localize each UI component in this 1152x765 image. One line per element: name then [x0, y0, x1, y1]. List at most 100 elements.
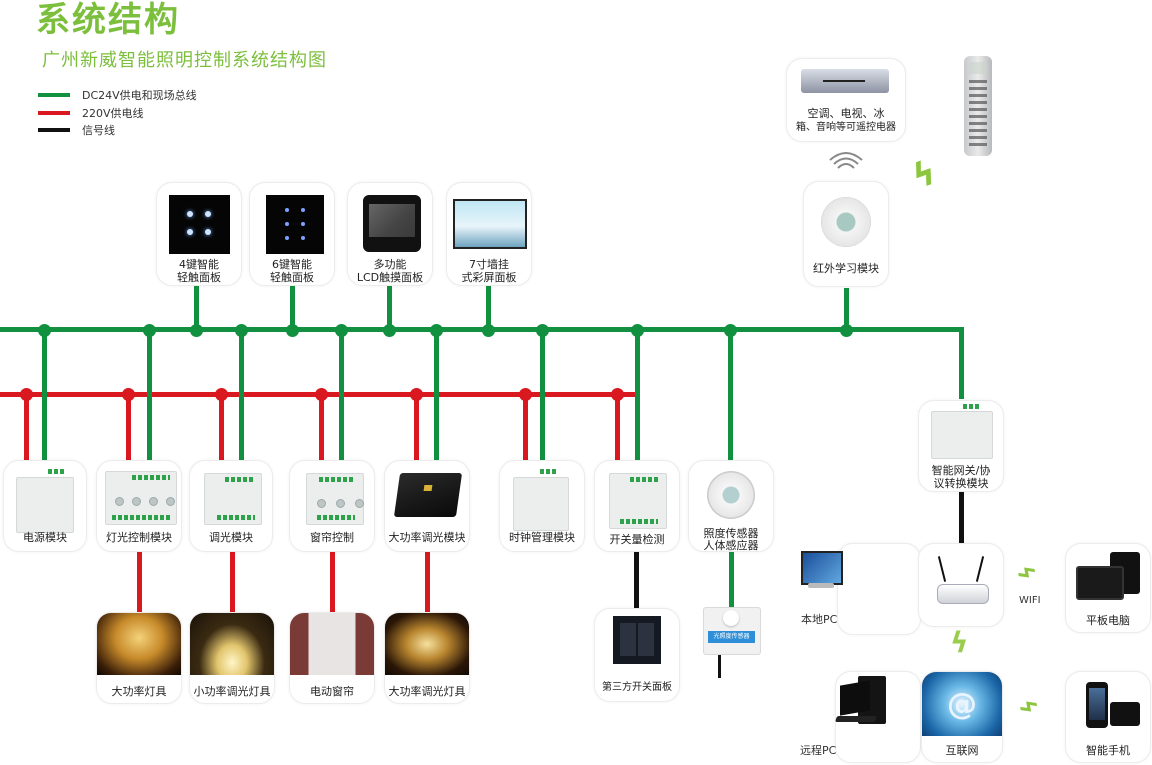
sensor-tag: 光照度传感器	[708, 631, 755, 643]
bus-drop	[635, 330, 640, 460]
legend-swatch-red	[38, 111, 70, 115]
router-card[interactable]	[918, 543, 1004, 627]
lighting-module-image	[105, 471, 177, 525]
switch-panel-label: 第三方开关面板	[602, 682, 672, 693]
load-card-high-power-lamp[interactable]: 大功率灯具	[96, 612, 182, 704]
sensor-dome	[723, 610, 739, 626]
panel-label: 6键智能	[272, 258, 312, 271]
module-card-power[interactable]: 电源模块	[3, 460, 87, 552]
bus-junction	[286, 324, 299, 337]
power-junction	[215, 388, 228, 401]
ir-sensor-image	[821, 197, 871, 247]
power-module-image	[16, 477, 74, 533]
bus-junction	[38, 324, 51, 337]
internet-globe-image: @	[922, 672, 1002, 736]
power-drop	[24, 394, 29, 460]
channel-buttons	[115, 497, 175, 506]
monitor-stand	[808, 583, 834, 588]
module-card-sensors[interactable]: 照度传感器 人体感应器	[688, 460, 774, 552]
at-symbol-icon: @	[947, 686, 977, 722]
keyboard-icon	[834, 716, 878, 722]
remote-appliances-card[interactable]: 空调、电视、冰 箱、音响等可遥控电器	[786, 58, 906, 142]
module-card-lighting[interactable]: 灯光控制模块	[96, 460, 182, 552]
legend-label: 220V供电线	[82, 107, 144, 120]
power-junction	[20, 388, 33, 401]
lcd-screen	[369, 204, 415, 237]
bus-junction	[190, 324, 203, 337]
load-label: 电动窗帘	[310, 685, 354, 698]
panel-card-6key[interactable]: 6键智能 轻触面板	[249, 182, 335, 286]
bus-riser	[387, 286, 392, 330]
terminal-block-icon	[630, 477, 658, 482]
load-card-motorized-curtain[interactable]: 电动窗帘	[289, 612, 375, 704]
ir-learning-module-card[interactable]: 红外学习模块	[803, 181, 889, 287]
touch-panel-6key-image	[266, 195, 324, 254]
curtain-module-image	[306, 473, 364, 525]
key-light-icon	[301, 208, 305, 212]
power-junction	[122, 388, 135, 401]
module-card-dimmer[interactable]: 调光模块	[189, 460, 273, 552]
lcd-panel-image	[363, 195, 421, 252]
ir-module-label: 红外学习模块	[813, 262, 879, 275]
module-label: 电源模块	[23, 531, 67, 544]
gateway-card[interactable]: 智能网关/协 议转换模块	[918, 400, 1004, 492]
field-bus-to-gateway	[959, 327, 964, 399]
remote-pc-label: 远程PC	[800, 744, 837, 757]
load-label: 小功率调光灯具	[193, 685, 271, 698]
module-label: 大功率调光模块	[388, 531, 466, 544]
signal-wire	[634, 552, 639, 608]
bus-drop	[434, 330, 439, 460]
load-card-high-power-dimmable-lamp[interactable]: 大功率调光灯具	[384, 612, 470, 704]
ac-vent	[823, 80, 865, 82]
terminal-block-icon	[217, 515, 255, 520]
module-card-clock[interactable]: 时钟管理模块	[499, 460, 585, 552]
module-card-switch-detect[interactable]: 开关量检测	[594, 460, 680, 552]
panel-card-lcd[interactable]: 多功能 LCD触摸面板	[347, 182, 433, 286]
smartphone-card[interactable]: 智能手机	[1065, 671, 1151, 763]
remote-control-icon	[964, 56, 992, 156]
remote-screen	[969, 62, 987, 74]
panel-label: LCD触摸面板	[356, 271, 424, 284]
channel-buttons	[317, 499, 364, 508]
module-card-high-power-dimmer[interactable]: 大功率调光模块	[384, 460, 470, 552]
power-drop	[319, 394, 324, 460]
diagram-subtitle: 广州新威智能照明控制系统结构图	[42, 50, 327, 71]
terminal-block-icon	[963, 404, 979, 409]
dimmer-module-image	[204, 473, 262, 525]
terminal-block-icon	[540, 469, 556, 474]
legend-item-220v: 220V供电线	[38, 105, 144, 121]
tablet-card[interactable]: 平板电脑	[1065, 543, 1151, 633]
module-label: 照度传感器	[703, 527, 759, 540]
power-drop	[126, 394, 131, 460]
wifi-router-image	[937, 584, 989, 604]
ir-signal-icon	[826, 148, 866, 172]
third-party-switch-card[interactable]: 第三方开关面板	[594, 608, 680, 702]
local-pc-icon	[801, 551, 843, 585]
internet-bolt-icon: ϟ	[950, 626, 969, 659]
local-pc-card[interactable]	[837, 543, 921, 635]
gateway-label: 智能网关/协	[931, 464, 991, 477]
key-light-icon	[301, 236, 305, 240]
grand-chandelier-image	[385, 613, 469, 675]
panel-label: 4键智能	[179, 258, 219, 271]
load-wire	[330, 552, 335, 614]
internet-card[interactable]: @ 互联网	[921, 671, 1003, 763]
bus-junction	[383, 324, 396, 337]
panel-card-7inch[interactable]: 7寸墙挂 式彩屏面板	[446, 182, 532, 286]
bus-riser	[194, 286, 199, 330]
load-label: 大功率调光灯具	[388, 685, 466, 698]
power-drop	[523, 394, 528, 460]
power-junction	[410, 388, 423, 401]
internet-label: 互联网	[945, 744, 979, 757]
load-wire	[230, 552, 235, 614]
touch-panel-4key-image	[169, 195, 230, 254]
gateway-label: 议转换模块	[933, 477, 989, 490]
legend-swatch-black	[38, 128, 70, 132]
legend-label: DC24V供电和现场总线	[82, 89, 197, 102]
power-junction	[611, 388, 624, 401]
panel-card-4key[interactable]: 4键智能 轻触面板	[156, 182, 242, 286]
module-card-curtain[interactable]: 窗帘控制	[289, 460, 375, 552]
key-light-icon	[285, 208, 289, 212]
bus-junction	[235, 324, 248, 337]
load-card-small-dimmable-lamp[interactable]: 小功率调光灯具	[189, 612, 275, 704]
